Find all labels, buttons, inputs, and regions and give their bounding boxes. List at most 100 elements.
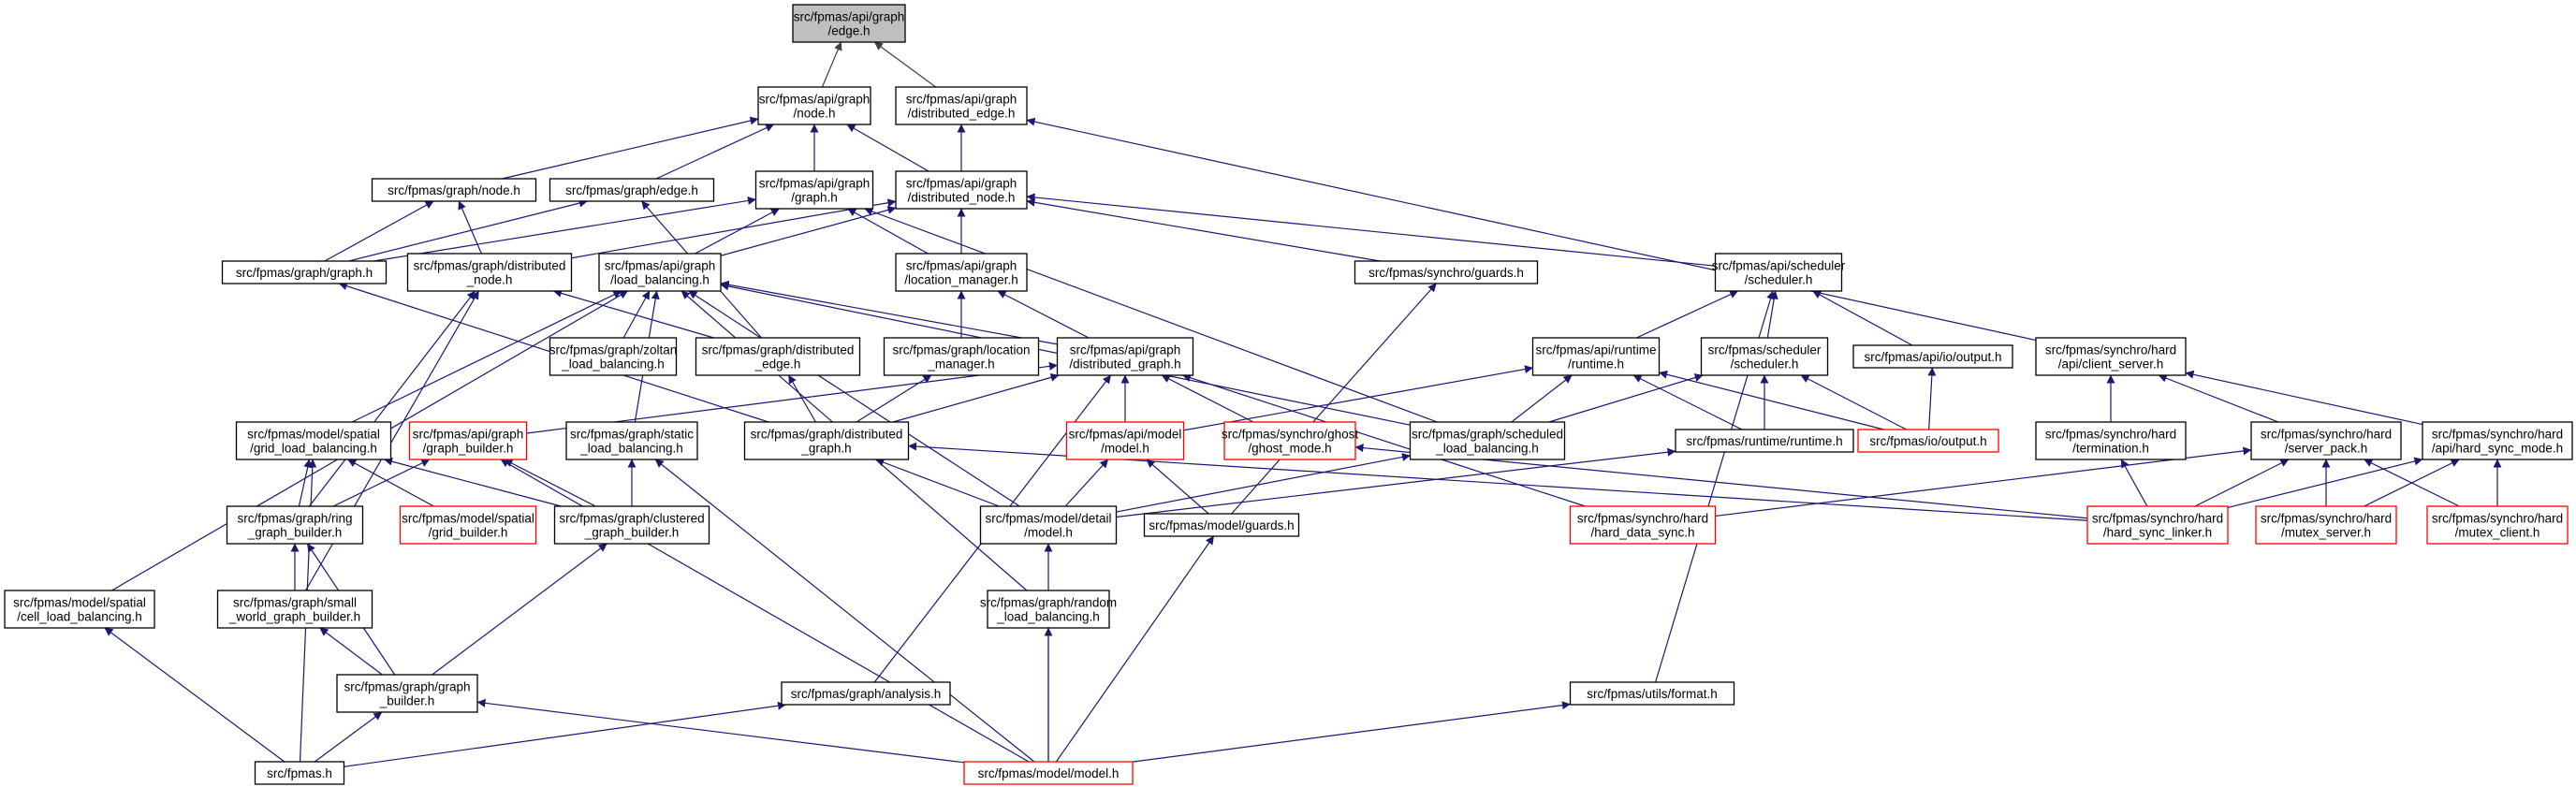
node-label-line: src/fpmas/model/detail — [985, 512, 1111, 526]
node-zoltan[interactable]: src/fpmas/graph/zoltan_load_balancing.h — [549, 337, 678, 376]
node-label-line: src/fpmas/api/graph — [906, 259, 1017, 273]
node-box — [1223, 421, 1356, 460]
node-api-model[interactable]: src/fpmas/api/model/model.h — [1065, 421, 1185, 460]
node-sh-hds[interactable]: src/fpmas/synchro/hard/hard_data_sync.h — [1569, 505, 1717, 545]
edges-layer — [104, 41, 2502, 767]
edge-model-to-model-guards — [1055, 535, 1215, 763]
edge-fpmas-to-graph-gb — [314, 711, 383, 763]
node-io-out[interactable]: src/fpmas/io/output.h — [1857, 429, 1999, 453]
node-api-lb[interactable]: src/fpmas/api/graph/load_balancing.h — [598, 253, 722, 292]
node-grid-b[interactable]: src/fpmas/model/spatial/grid_builder.h — [399, 505, 537, 545]
edge-api-lb-to-api-graph — [695, 208, 780, 255]
node-api-runtime[interactable]: src/fpmas/api/runtime/runtime.h — [1531, 337, 1661, 376]
node-label-line: src/fpmas/graph/zoltan — [549, 343, 678, 357]
node-label-line: src/fpmas/model/model.h — [978, 766, 1120, 780]
node-label-line: src/fpmas/api/io/output.h — [1864, 350, 2001, 364]
node-label-line: src/fpmas/synchro/hard — [2045, 428, 2176, 442]
edge-sh-hsl-to-sh-api-hsm — [2227, 457, 2423, 508]
node-label-line: src/fpmas/api/graph — [906, 177, 1017, 191]
node-box — [695, 337, 861, 376]
edge-api-node-to-edge — [821, 41, 842, 88]
node-sched-sched[interactable]: src/fpmas/scheduler/scheduler.h — [1700, 337, 1829, 376]
node-api-dnode[interactable]: src/fpmas/api/graph/distributed_node.h — [895, 170, 1028, 210]
node-label-line: src/fpmas/graph/distributed — [702, 343, 855, 357]
node-ring[interactable]: src/fpmas/graph/ring_graph_builder.h — [226, 505, 364, 545]
node-box — [1569, 505, 1717, 545]
node-format[interactable]: src/fpmas/utils/format.h — [1569, 681, 1735, 706]
node-sh-sp[interactable]: src/fpmas/synchro/hard/server_pack.h — [2250, 421, 2402, 460]
node-model[interactable]: src/fpmas/model/model.h — [963, 761, 1134, 785]
node-random-lb[interactable]: src/fpmas/graph/random_load_balancing.h — [980, 590, 1117, 629]
edge-api-dedge-to-edge — [873, 41, 937, 88]
node-graph-edge[interactable]: src/fpmas/graph/edge.h — [549, 178, 715, 202]
node-fpmas[interactable]: src/fpmas.h — [254, 761, 345, 785]
node-label-line: /model.h — [1024, 526, 1073, 540]
node-api-node[interactable]: src/fpmas/api/graph/node.h — [757, 86, 871, 125]
node-api-dedge[interactable]: src/fpmas/api/graph/distributed_edge.h — [895, 86, 1028, 125]
node-edge[interactable]: src/fpmas/api/graph/edge.h — [792, 4, 906, 43]
node-sched-lb[interactable]: src/fpmas/graph/scheduled_load_balancing… — [1409, 421, 1566, 460]
edge-api-dgraph-to-api-lb — [720, 280, 1058, 345]
edge-graph-graph-to-graph-node — [324, 200, 434, 262]
node-graph-dgraph[interactable]: src/fpmas/graph/distributed_graph.h — [743, 421, 910, 460]
node-box — [4, 590, 155, 629]
edge-sh-hds-to-sh-sp — [1715, 446, 2252, 517]
node-box — [1857, 429, 1999, 453]
node-graph-node[interactable]: src/fpmas/graph/node.h — [371, 178, 537, 202]
node-clustered[interactable]: src/fpmas/graph/clustered_graph_builder.… — [553, 505, 710, 545]
node-label-line: src/fpmas/api/graph — [413, 428, 524, 442]
node-box — [553, 505, 710, 545]
node-box — [895, 86, 1028, 125]
edge-io-out-to-api-runtime — [1659, 370, 1884, 430]
node-sh-ms[interactable]: src/fpmas/synchro/hard/mutex_server.h — [2255, 505, 2397, 545]
node-graph-locm[interactable]: src/fpmas/graph/location_manager.h — [883, 337, 1040, 376]
node-ghost[interactable]: src/fpmas/synchro/ghost/ghost_mode.h — [1222, 421, 1359, 460]
node-box — [1852, 344, 2013, 369]
node-graph-dnode[interactable]: src/fpmas/graph/distributed_node.h — [406, 253, 573, 292]
node-sh-hsl[interactable]: src/fpmas/synchro/hard/hard_sync_linker.… — [2086, 505, 2229, 545]
node-label-line: src/fpmas/synchro/hard — [2261, 428, 2392, 442]
node-label-line: src/fpmas/synchro/ghost — [1222, 428, 1359, 442]
node-graph-dedge[interactable]: src/fpmas/graph/distributed_edge.h — [695, 337, 861, 376]
node-label-line: _world_graph_builder.h — [228, 610, 360, 624]
node-label-line: /distributed_edge.h — [908, 107, 1016, 121]
node-api-graph[interactable]: src/fpmas/api/graph/graph.h — [754, 170, 874, 210]
node-detail-model[interactable]: src/fpmas/model/detail/model.h — [979, 505, 1118, 545]
edge-ghost-to-api-dgraph — [1161, 374, 1254, 423]
node-box — [743, 421, 910, 460]
node-box — [408, 421, 528, 460]
edge-model-guards-to-sync-guards — [1231, 283, 1437, 515]
node-sh-term[interactable]: src/fpmas/synchro/hard/termination.h — [2035, 421, 2187, 460]
node-label-line: src/fpmas/api/model — [1069, 428, 1182, 442]
edge-model-guards-to-api-model — [1146, 459, 1209, 515]
edge-graph-edge-to-api-node — [655, 124, 775, 180]
node-sync-guards[interactable]: src/fpmas/synchro/guards.h — [1354, 260, 1539, 284]
node-box — [1531, 337, 1661, 376]
node-grid-lb[interactable]: src/fpmas/model/spatial/grid_load_balanc… — [235, 421, 392, 460]
node-box — [1714, 253, 1843, 292]
edge-model-to-static-lb — [654, 459, 1035, 763]
node-api-dgraph[interactable]: src/fpmas/api/graph/distributed_graph.h — [1056, 337, 1194, 376]
edge-sched-sched-to-api-sched — [1766, 290, 1778, 339]
node-label-line: /hard_sync_linker.h — [2103, 526, 2212, 540]
node-graph-gb[interactable]: src/fpmas/graph/graph_builder.h — [336, 674, 478, 713]
node-analysis[interactable]: src/fpmas/graph/analysis.h — [781, 681, 951, 706]
node-label-line: /scheduler.h — [1731, 357, 1799, 372]
node-graph-graph[interactable]: src/fpmas/graph/graph.h — [221, 260, 388, 284]
node-sh-api-hsm[interactable]: src/fpmas/synchro/hard/api/hard_sync_mod… — [2422, 421, 2573, 460]
node-api-sched[interactable]: src/fpmas/api/scheduler/scheduler.h — [1712, 253, 1846, 292]
node-sh-api-cs[interactable]: src/fpmas/synchro/hard/api/client_server… — [2035, 337, 2187, 376]
node-api-locm[interactable]: src/fpmas/api/graph/location_manager.h — [895, 253, 1028, 292]
node-small-world[interactable]: src/fpmas/graph/small_world_graph_builde… — [216, 590, 373, 629]
node-runtime[interactable]: src/fpmas/runtime/runtime.h — [1675, 429, 1854, 453]
node-static-lb[interactable]: src/fpmas/graph/static_load_balancing.h — [565, 421, 698, 460]
node-label-line: /graph_builder.h — [423, 442, 514, 456]
node-model-guards[interactable]: src/fpmas/model/guards.h — [1143, 513, 1300, 537]
node-api-io[interactable]: src/fpmas/api/io/output.h — [1852, 344, 2013, 369]
node-label-line: /api/hard_sync_mode.h — [2432, 442, 2563, 456]
node-cell-lb[interactable]: src/fpmas/model/spatial/cell_load_balanc… — [4, 590, 155, 629]
node-sh-mc[interactable]: src/fpmas/synchro/hard/mutex_client.h — [2426, 505, 2569, 545]
node-api-gb[interactable]: src/fpmas/api/graph/graph_builder.h — [408, 421, 528, 460]
node-box — [1569, 681, 1735, 706]
